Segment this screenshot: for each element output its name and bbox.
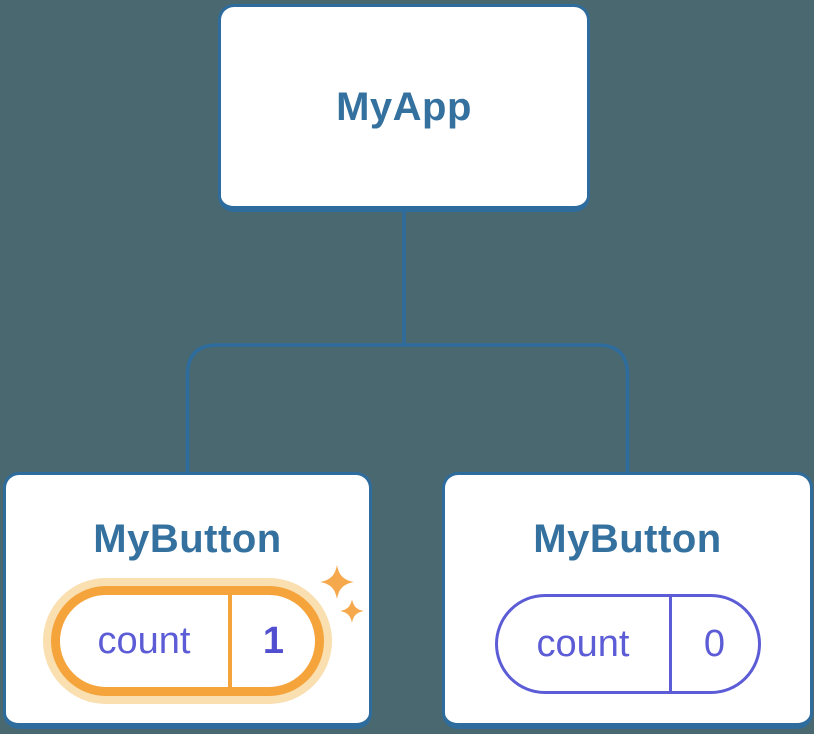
state-pill-highlighted: count 1 [51, 586, 324, 696]
state-value: 1 [262, 619, 285, 662]
sparkles-icon [320, 565, 354, 599]
state-pill: count 0 [494, 594, 761, 694]
component-node-myapp: MyApp [218, 4, 590, 212]
state-value: 0 [703, 622, 726, 665]
component-label: MyButton [533, 517, 722, 561]
component-label: MyApp [336, 84, 472, 129]
component-node-mybutton-2: MyButton count 0 [442, 472, 813, 729]
component-node-mybutton-1: MyButton count 1 [3, 472, 372, 729]
pill-divider [228, 595, 232, 687]
state-key: count [536, 622, 630, 665]
sparkles-icon [340, 599, 364, 623]
pill-divider [668, 597, 672, 691]
state-key: count [97, 619, 191, 662]
component-label: MyButton [93, 517, 282, 561]
